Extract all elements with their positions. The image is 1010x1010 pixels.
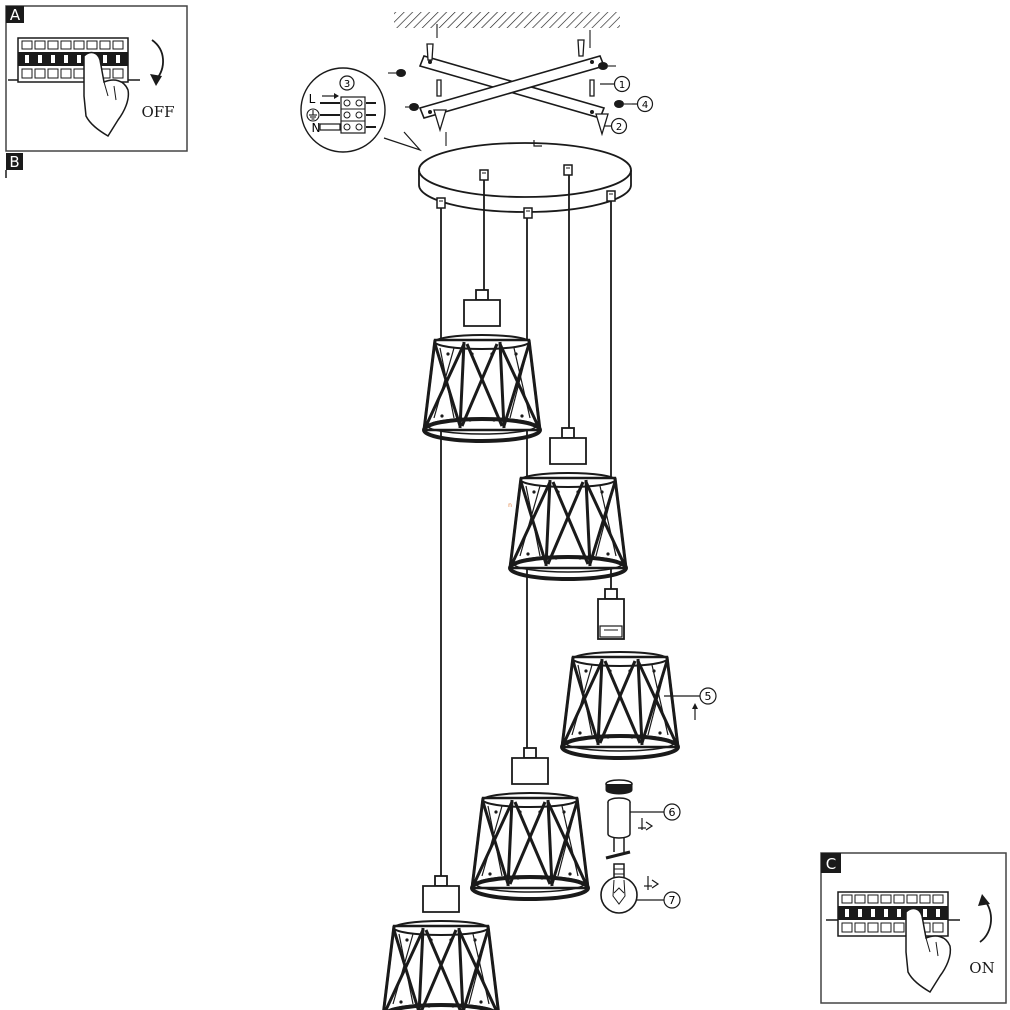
- callout-5: 5: [664, 687, 717, 720]
- panel-c-letter: C: [826, 855, 836, 873]
- pendant-shade-3: [472, 748, 588, 899]
- callout-1: 1: [600, 75, 631, 93]
- callout-5-label: 5: [705, 690, 712, 703]
- cable-cap: [436, 197, 446, 209]
- ground-icon: [306, 108, 320, 122]
- ceiling-mount-assembly: 1 2 4: [388, 12, 654, 146]
- panel-a-switch-off: A OFF: [5, 5, 188, 152]
- callout-1-label: 1: [619, 80, 625, 91]
- panel-b-marker: B: [5, 153, 23, 178]
- wiring-detail: 3 L N: [300, 67, 422, 153]
- ceiling-hatch: [394, 12, 620, 28]
- panel-c-caption: ON: [969, 959, 994, 977]
- small-mark: n: [508, 502, 512, 509]
- cable-cap: [563, 164, 573, 176]
- callout-4-label: 4: [642, 100, 648, 111]
- light-bulb-icon: [600, 863, 638, 914]
- callout-6: 6: [630, 803, 681, 821]
- panel-b-letter: B: [9, 153, 19, 171]
- neutral-label: N: [312, 121, 321, 135]
- cable-cap: [523, 207, 533, 219]
- callout-4: 4: [632, 95, 654, 113]
- canopy: [418, 140, 632, 213]
- panel-a-caption: OFF: [141, 103, 174, 121]
- live-label: L: [309, 92, 316, 106]
- panel-a-letter: A: [10, 6, 21, 24]
- arrow-down-icon: [150, 39, 164, 86]
- rotate-arrow-icon: [638, 818, 654, 831]
- panel-c-badge: [821, 853, 841, 873]
- panel-a-badge: [6, 6, 24, 23]
- callout-7-label: 7: [669, 894, 676, 907]
- callout-3: 3: [339, 75, 355, 91]
- dowel-icon: [396, 62, 624, 111]
- cable-cap: [479, 169, 489, 181]
- lamp-holder-socket: [597, 588, 625, 640]
- cable-cap: [606, 190, 616, 202]
- panel-c-switch-on: C ON: [820, 852, 1007, 1004]
- callout-7: 7: [636, 891, 681, 909]
- terminal-block: [340, 96, 366, 134]
- callout-6-label: 6: [669, 806, 676, 819]
- callout-2: 2: [604, 117, 628, 135]
- shade-ring-icon: [605, 779, 633, 795]
- pendant-shade-5-detached: [560, 650, 680, 760]
- cross-bracket: [418, 55, 606, 119]
- arrow-up-icon: [978, 894, 992, 943]
- callout-3-label: 3: [344, 79, 350, 90]
- socket-icon: [605, 797, 631, 860]
- rotate-arrow-icon: [644, 876, 660, 890]
- screw-icon: [426, 39, 609, 137]
- callout-2-label: 2: [616, 122, 622, 133]
